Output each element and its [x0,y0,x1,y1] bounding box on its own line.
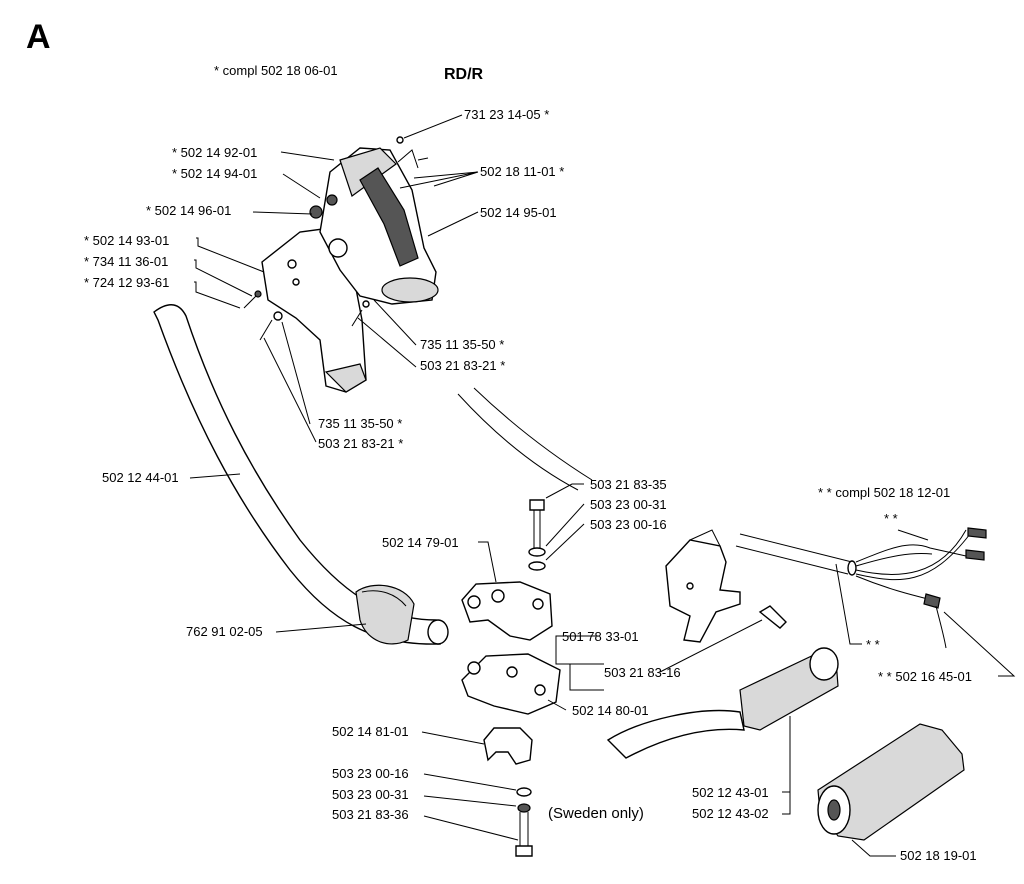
part-label-502-12-44-01: 502 12 44-01 [102,470,179,485]
part-label-502-14-94-01: * 502 14 94-01 [172,166,258,181]
part-label-502-14-95-01: 502 14 95-01 [480,205,557,220]
part-label-503-21-83-36: 503 21 83-36 [332,807,409,822]
part-label-735-11-35-50-a: 735 11 35-50 * [420,337,505,352]
part-label-734-11-36-01: * 734 11 36-01 [84,254,169,269]
grips-drawing [606,647,965,841]
part-label-503-21-83-35: 503 21 83-35 [590,477,667,492]
sweden-only-note: (Sweden only) [548,805,644,822]
section-letter: A [26,18,51,56]
part-label-503-23-00-31-b: 503 23 00-31 [332,787,409,802]
leader-lines [189,114,1016,857]
part-label-724-12-93-61: * 724 12 93-61 [84,275,170,290]
part-label-503-21-83-16: 503 21 83-16 [604,665,681,680]
part-label-502-18-19-01: 502 18 19-01 [900,848,977,863]
part-label-502-18-11-01: 502 18 11-01 * [480,164,565,179]
part-label-501-78-33-01: 501 78 33-01 [562,629,639,644]
part-label-503-21-83-21-a: 503 21 83-21 * [420,358,506,373]
part-label-502-14-92-01: * 502 14 92-01 [172,145,258,160]
kit-note: * compl 502 18 06-01 [214,63,338,78]
part-label-502-12-43-02: 502 12 43-02 [692,806,769,821]
part-label-503-21-83-21-b: 503 21 83-21 * [318,436,404,451]
part-label-503-23-00-16-b: 503 23 00-16 [332,766,409,781]
part-label-503-23-00-16-a: 503 23 00-16 [590,517,667,532]
part-label-735-11-35-50-b: 735 11 35-50 * [318,416,403,431]
bracket-drawing [665,529,787,643]
wire-kit-note: * * compl 502 18 12-01 [818,485,951,500]
part-label-731-23-14-05: 731 23 14-05 * [464,107,550,122]
part-label-502-14-80-01: 502 14 80-01 [572,703,649,718]
clamp-drawing [461,499,561,857]
throttle-handle-drawing [243,136,439,393]
model-label: RD/R [444,66,484,83]
part-label-502-14-79-01: 502 14 79-01 [382,535,459,550]
part-label-502-12-43-01: 502 12 43-01 [692,785,769,800]
wire-harness-drawing [735,527,987,649]
wire-marker-top: * * [884,511,898,526]
wire-marker-mid: * * [866,637,880,652]
handle-tube-drawing [153,304,449,645]
part-label-502-14-93-01: * 502 14 93-01 [84,233,170,248]
part-label-502-14-81-01: 502 14 81-01 [332,724,409,739]
part-label-502-14-96-01: * 502 14 96-01 [146,203,232,218]
part-label-502-16-45-01: * * 502 16 45-01 [878,669,972,684]
part-label-762-91-02-05: 762 91 02-05 [186,624,263,639]
part-label-503-23-00-31-a: 503 23 00-31 [590,497,667,512]
